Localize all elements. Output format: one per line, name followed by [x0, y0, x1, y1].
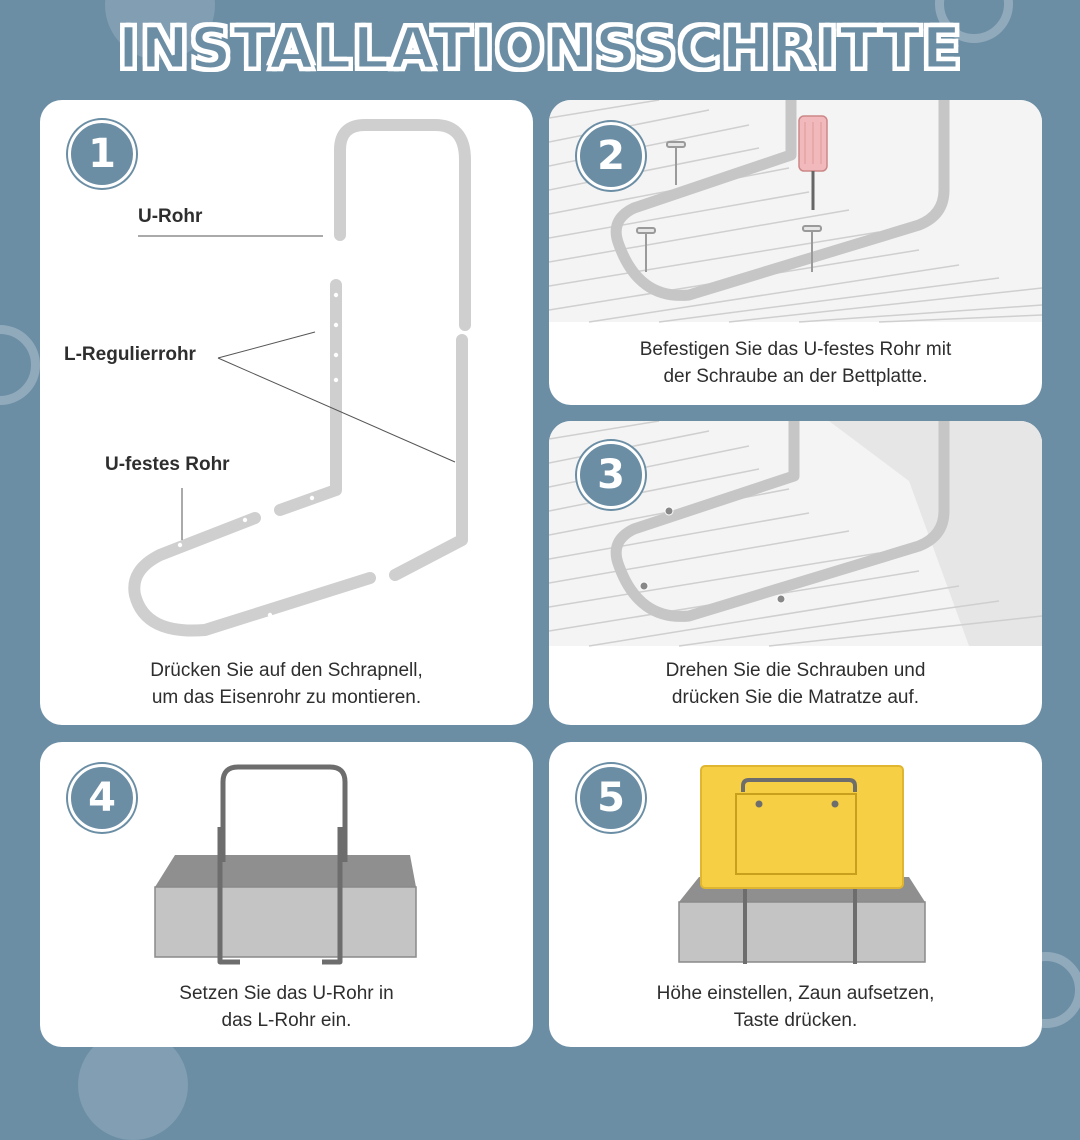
caption-line: das L-Rohr ein.: [221, 1010, 352, 1031]
step-number-badge: 5: [577, 764, 645, 832]
caption-line: Höhe einstellen, Zaun aufsetzen,: [656, 983, 935, 1004]
step-number-badge: 4: [68, 764, 136, 832]
mattress-press-illustration: [549, 421, 1042, 647]
label-u-festes-rohr: U-festes Rohr: [105, 454, 230, 475]
screwdriver-icon: [798, 115, 828, 210]
caption-line: Taste drücken.: [733, 1010, 858, 1031]
decor-ring: [0, 325, 40, 405]
step-number-badge: 3: [577, 441, 645, 509]
insert-tube-illustration: [154, 764, 417, 965]
step-caption: Höhe einstellen, Zaun aufsetzen, Taste d…: [549, 980, 1042, 1034]
step-caption: Drehen Sie die Schrauben und drücken Sie…: [549, 657, 1042, 711]
step-number-badge: 2: [577, 122, 645, 190]
caption-line: der Schraube an der Bettplatte.: [663, 366, 928, 387]
fence-attached-illustration: [678, 765, 926, 964]
decor-ring: [935, 0, 1013, 43]
caption-line: Drücken Sie auf den Schrapnell,: [150, 660, 423, 681]
page-title: INSTALLATIONSSCHRITTE: [116, 13, 963, 84]
caption-line: drücken Sie die Matratze auf.: [671, 687, 920, 708]
caption-line: um das Eisenrohr zu montieren.: [151, 687, 422, 708]
caption-line: Drehen Sie die Schrauben und: [665, 660, 926, 681]
step-3-card: 3 Drehen Sie die Schrauben und drücken S…: [549, 421, 1042, 725]
step-number-badge: 1: [68, 120, 136, 188]
step-caption: Drücken Sie auf den Schrapnell, um das E…: [40, 657, 533, 711]
step-5-card: 5 Höhe einstellen, Zaun aufsetzen, Taste…: [549, 742, 1042, 1047]
step-caption: Befestigen Sie das U-festes Rohr mit der…: [549, 336, 1042, 390]
step-4-card: 4 Setzen Sie das U-Rohr in das L-Rohr ei…: [40, 742, 533, 1047]
tube-assembly-illustration: [128, 119, 471, 637]
label-l-regulierrohr: L-Regulierrohr: [64, 344, 196, 365]
step-caption: Setzen Sie das U-Rohr in das L-Rohr ein.: [40, 980, 533, 1034]
label-u-rohr: U-Rohr: [138, 206, 203, 227]
screw: [636, 141, 822, 272]
step-2-card: 2 Befestigen Sie das U-festes Rohr mit d…: [549, 100, 1042, 405]
caption-line: Befestigen Sie das U-festes Rohr mit: [639, 339, 952, 360]
caption-line: Setzen Sie das U-Rohr in: [179, 983, 394, 1004]
step-1-card: 1 U-Rohr L-Regulierrohr U-festes Rohr: [40, 100, 533, 725]
